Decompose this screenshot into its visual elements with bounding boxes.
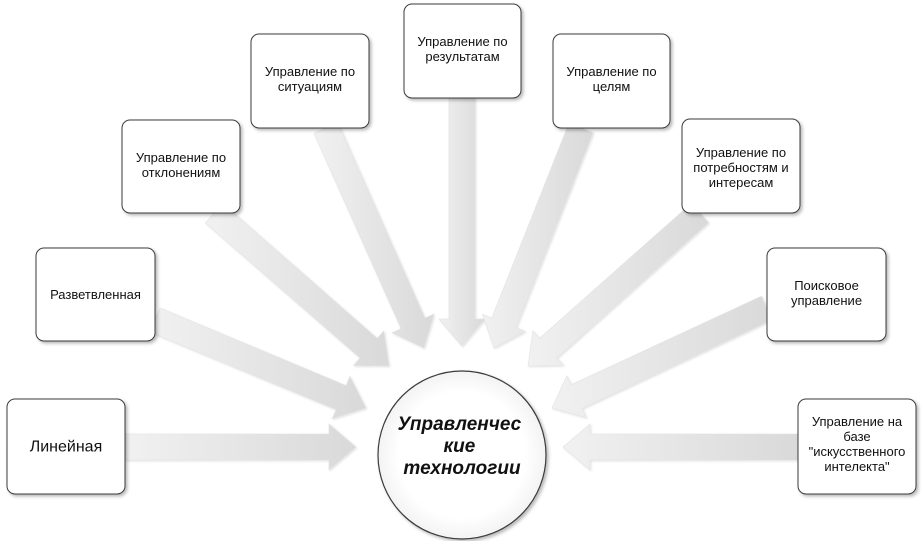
arrow-branched [149,307,367,420]
node-label-line: Управление по [566,64,656,79]
node-linear: Линейная [6,398,126,495]
center-node: Управленчес кие технологии [377,370,547,540]
center-label-line-3: технологии [403,458,521,479]
arrow-by-results [438,97,486,347]
node-label-line: Управление по [136,150,226,165]
center-label-line-2: кие [443,436,475,457]
node-box-by-results [403,3,522,99]
node-label-line: Разветвленная [50,287,141,302]
node-box-by-needs [681,118,801,214]
node-branched: Разветвленная [35,247,156,342]
node-label-line: Управление по [265,64,355,79]
node-label-line: потребностям и [693,160,788,175]
svg-text:Управленчес кие те: Управленчес кие технологии [398,414,527,479]
arrow-ai-based [562,423,799,471]
arrows-layer [124,97,799,471]
node-box-linear [6,398,126,495]
center-label-line-1: Управленчес [398,414,522,435]
node-label-line: ситуациям [278,79,342,94]
node-box-by-deviations [121,119,241,214]
node-box-by-goals [552,33,671,129]
node-box-ai-based [797,398,917,495]
node-label-line: "искусственного [809,444,906,459]
node-label-line: Управление на [812,414,903,429]
arrow-by-deviations [204,202,390,367]
node-label-line: Управление по [696,145,786,160]
center-circle [377,370,547,540]
arrow-by-situations [313,122,435,349]
arrow-by-goals [482,122,594,349]
node-label-line: Линейная [30,439,103,456]
arrow-search [551,295,773,418]
node-label-line: отклонениям [142,165,221,180]
node-label-line: интересам [709,175,774,190]
arrow-by-needs [527,202,710,367]
node-label-line: интелекта" [824,459,890,474]
node-label-line: целям [593,79,631,94]
arrow-linear [124,423,357,471]
node-box-branched [35,247,156,342]
node-label-line: Управление по [417,34,507,49]
node-box-search [766,247,887,342]
node-label-line: Поисковое [794,278,859,293]
svg-text:Линейная: Линейная [30,439,103,456]
svg-text:Разветвленная: Разветвленная [50,287,141,302]
node-label-line: управление [791,293,862,308]
node-label-line: базе [843,429,870,444]
node-label-line: результатам [425,49,499,64]
node-box-by-situations [250,33,370,129]
